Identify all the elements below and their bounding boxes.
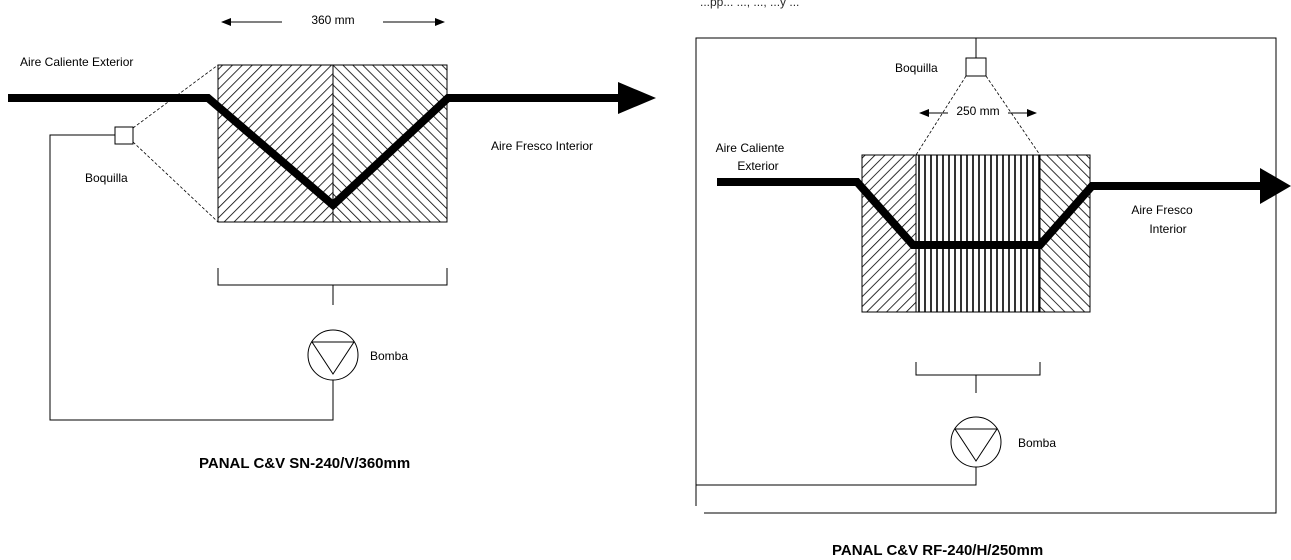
right-inlet-label-line2: Exterior	[737, 159, 778, 173]
left-pad	[217, 64, 448, 223]
right-pad	[861, 154, 1091, 313]
left-water-pipe	[49, 134, 334, 421]
right-nozzle-label: Boquilla	[895, 61, 938, 75]
left-pump-label: Bomba	[370, 349, 408, 363]
right-spray-lines	[915, 75, 1041, 156]
right-diagram: ...pp... ..., ..., ...y ... Boquilla 250…	[692, 0, 1291, 559]
right-airflow-arrowhead	[1260, 168, 1291, 204]
left-airflow-arrowhead	[618, 82, 656, 114]
left-spray-lines	[132, 64, 219, 223]
right-outlet-label-line2: Interior	[1149, 222, 1186, 236]
right-airflow-line	[717, 178, 1262, 249]
left-title: PANAL C&V SN-240/V/360mm	[199, 455, 410, 472]
right-outlet-label-line1: Aire Fresco	[1131, 203, 1193, 217]
left-inlet-label: Aire Caliente Exterior	[20, 55, 133, 69]
left-pump-icon	[307, 329, 359, 381]
right-title: PANAL C&V RF-240/H/250mm	[832, 542, 1043, 559]
right-header-fragment: ...pp... ..., ..., ...y ...	[700, 0, 799, 9]
right-pump-label: Bomba	[1018, 436, 1056, 450]
left-diagram: 360 mm Aire Caliente Exterior Aire Fresc…	[8, 13, 656, 472]
left-dimension: 360 mm	[221, 13, 445, 27]
left-collector-tray	[217, 268, 448, 305]
right-nozzle-icon	[965, 57, 987, 77]
left-nozzle-icon	[114, 126, 134, 145]
right-inlet-label-line1: Aire Caliente	[716, 141, 785, 155]
left-nozzle-label: Boquilla	[85, 171, 128, 185]
right-pump-icon	[950, 416, 1002, 468]
right-dimension-label: 250 mm	[956, 104, 999, 118]
left-airflow-line	[8, 94, 620, 211]
right-dimension: 250 mm	[919, 104, 1037, 118]
left-dimension-label: 360 mm	[311, 13, 354, 27]
right-water-pipe-return	[695, 38, 977, 486]
right-collector-tray	[915, 362, 1041, 393]
left-outlet-label: Aire Fresco Interior	[491, 139, 593, 153]
